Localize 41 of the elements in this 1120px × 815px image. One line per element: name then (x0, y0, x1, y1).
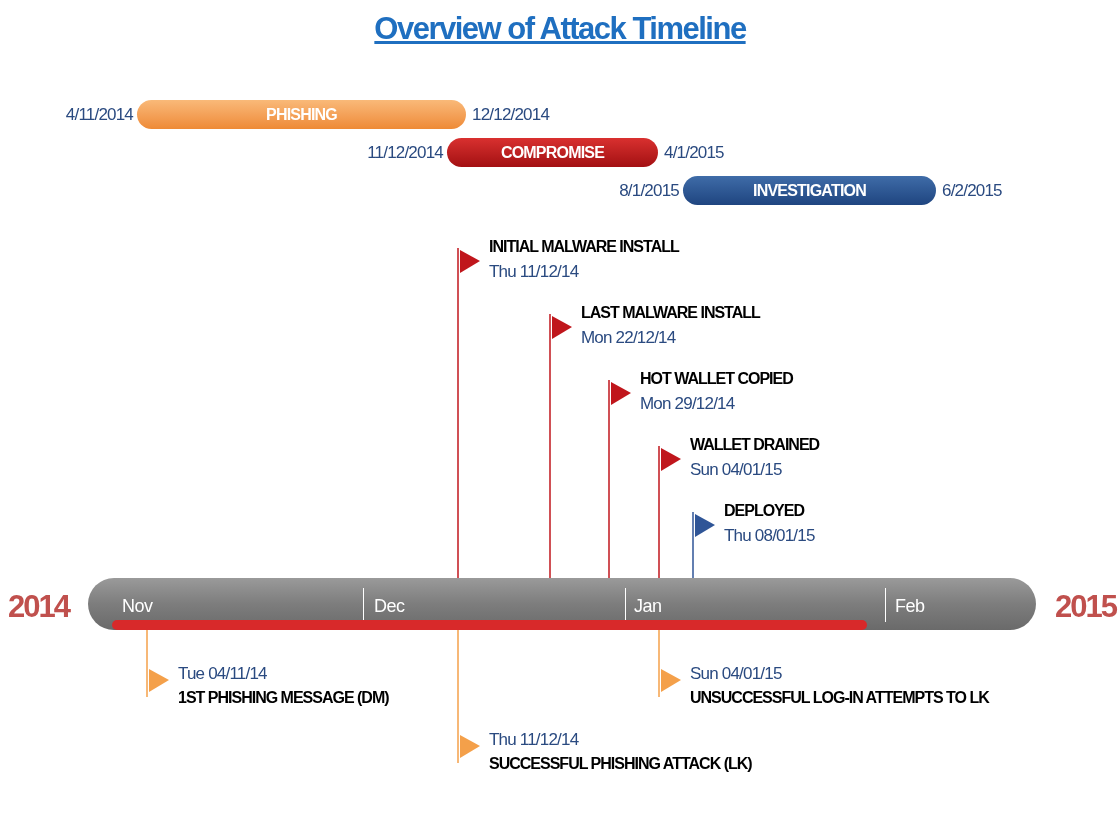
date-label: 4/11/2014 (65, 104, 133, 126)
month-label: Nov (122, 595, 153, 618)
stem-line (146, 629, 148, 662)
milestone-title: HOT WALLET COPIED (640, 369, 793, 389)
milestone-date: Thu 11/12/14 (489, 261, 580, 283)
stem-line (457, 284, 459, 579)
stem-line (658, 482, 660, 579)
stem-line (658, 629, 660, 662)
month-label: Feb (895, 595, 925, 618)
milestone-title: INITIAL MALWARE INSTALL (489, 237, 679, 257)
milestone-title: WALLET DRAINED (690, 435, 820, 455)
phase-bar: PHISHING (137, 100, 466, 129)
year-label: 2014 (8, 588, 69, 626)
milestone-date: Tue 04/11/14 (178, 663, 268, 685)
date-label: 12/12/2014 (472, 104, 550, 126)
stem-line (608, 416, 610, 579)
milestone-date: Mon 29/12/14 (640, 393, 736, 415)
milestone-title: UNSUCCESSFUL LOG-IN ATTEMPTS TO LK (690, 688, 989, 708)
date-label: 8/1/2015 (619, 180, 679, 202)
milestone-date: Sun 04/01/15 (690, 663, 783, 685)
timeline-bar (88, 578, 1036, 630)
milestone-date: Thu 08/01/15 (724, 525, 815, 547)
year-label: 2015 (1055, 588, 1116, 626)
date-label: 4/1/2015 (664, 142, 724, 164)
milestone-title: LAST MALWARE INSTALL (581, 303, 760, 323)
title: Overview of Attack Timeline (374, 10, 746, 48)
milestone-date: Thu 11/12/14 (489, 729, 580, 751)
date-label: 6/2/2015 (942, 180, 1002, 202)
month-label: Jan (634, 595, 662, 618)
milestone-title: SUCCESSFUL PHISHING ATTACK (LK) (489, 754, 752, 774)
stem-line (549, 350, 551, 579)
month-label: Dec (374, 595, 405, 618)
phase-bar: COMPROMISE (447, 138, 658, 167)
milestone-title: DEPLOYED (724, 501, 806, 521)
milestone-date: Mon 22/12/14 (581, 327, 677, 349)
date-label: 11/12/2014 (367, 142, 443, 164)
phase-bar: INVESTIGATION (683, 176, 936, 205)
milestone-title: 1ST PHISHING MESSAGE (DM) (178, 688, 389, 708)
milestone-date: Sun 04/01/15 (690, 459, 783, 481)
stem-line (457, 629, 459, 728)
stem-line (692, 548, 694, 579)
